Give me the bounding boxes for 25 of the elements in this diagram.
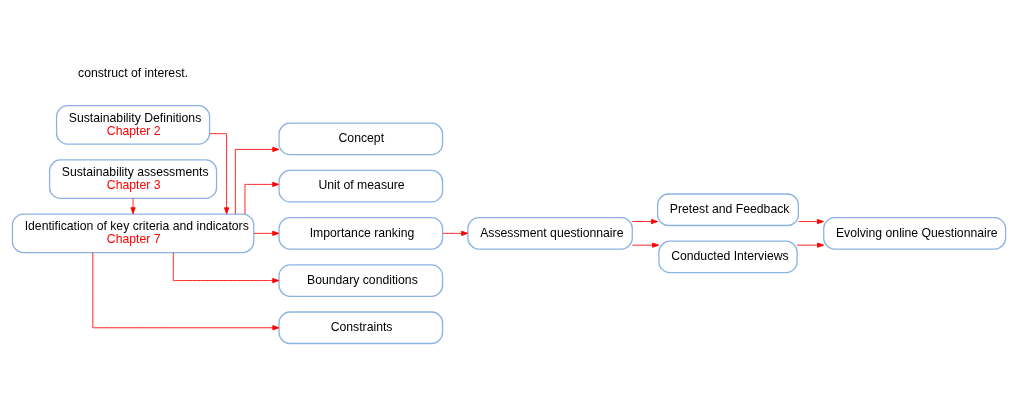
arrow bbox=[234, 146, 280, 215]
arrow bbox=[631, 242, 660, 248]
arrow bbox=[209, 133, 230, 215]
arrow bbox=[130, 197, 136, 215]
arrow bbox=[798, 218, 824, 225]
arrow bbox=[172, 252, 280, 284]
arrow bbox=[442, 230, 469, 236]
arrow bbox=[796, 242, 825, 248]
node-box: Unit of measure bbox=[278, 169, 444, 203]
arrow bbox=[92, 252, 280, 331]
label: construct of interest. bbox=[78, 66, 189, 81]
arrow bbox=[253, 230, 280, 236]
arrow bbox=[244, 181, 280, 215]
arrow bbox=[631, 218, 659, 225]
node-box: Concept bbox=[278, 122, 444, 156]
node-box: Evolving online Questionnaire bbox=[823, 216, 1007, 250]
node-box: Pretest and Feedback bbox=[656, 193, 800, 227]
node-box: Constraints bbox=[278, 311, 444, 345]
node-box: Assessment questionnaire bbox=[467, 216, 633, 250]
node-box: Boundary conditions bbox=[278, 264, 444, 297]
node-box: Conducted Interviews bbox=[658, 240, 798, 274]
node-box: Sustainability Definitions Chapter 2 bbox=[55, 105, 211, 145]
node-box: Importance ranking bbox=[278, 216, 444, 250]
node-box: Identification of key criteria and indicators Chapter 7 bbox=[11, 213, 255, 254]
node-box: Sustainability assessments Chapter 3 bbox=[48, 159, 218, 200]
